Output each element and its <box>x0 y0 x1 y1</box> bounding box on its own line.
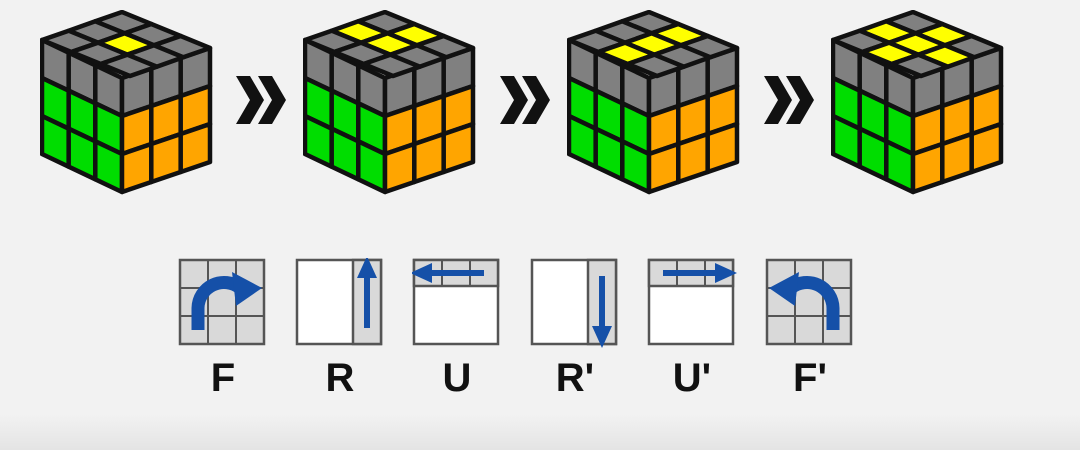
move-r-prime: R' <box>530 258 620 408</box>
chevron-right-icon <box>764 76 792 124</box>
cube-step-2 <box>303 10 481 200</box>
move-arrow <box>663 270 717 276</box>
cube-step-1-drawing <box>40 10 213 195</box>
right-sticker <box>149 131 183 185</box>
right-sticker <box>940 131 974 185</box>
chevron-right-icon <box>236 76 264 124</box>
right-sticker <box>382 141 417 195</box>
right-sticker <box>705 121 740 175</box>
right-sticker <box>412 131 446 185</box>
bottom-band <box>0 414 1080 450</box>
move-u-prime: U' <box>647 258 737 408</box>
right-sticker <box>441 121 476 175</box>
move-label: R <box>325 356 355 400</box>
front-clockwise-arrow-icon <box>178 258 266 346</box>
move-arrow <box>430 270 484 276</box>
top-sticker-gray <box>625 52 686 79</box>
move-f-prime: F' <box>765 258 855 408</box>
chevron-right-icon <box>522 76 550 124</box>
move-label: F' <box>793 356 827 400</box>
move-label: F <box>210 356 236 400</box>
top-row-left-arrow-icon <box>412 258 500 346</box>
chevron-right-icon <box>258 76 286 124</box>
chevron-right-icon <box>786 76 814 124</box>
right-sticker <box>646 141 681 195</box>
move-r: R <box>295 258 385 408</box>
front-counterclockwise-arrow-icon <box>765 258 853 346</box>
cube-step-3-drawing <box>567 10 740 195</box>
cube-step-2-drawing <box>303 10 476 195</box>
right-sticker <box>119 141 154 195</box>
cube-step-4-drawing <box>831 10 1004 195</box>
move-arrow <box>357 258 377 278</box>
double-chevron-right-icon <box>758 72 818 128</box>
move-label: R' <box>555 356 595 400</box>
double-chevron-right-icon <box>230 72 290 128</box>
right-sticker <box>676 131 710 185</box>
move-arrow <box>769 272 799 306</box>
top-sticker-gray <box>98 52 159 79</box>
move-arrow <box>232 272 262 306</box>
move-arrow <box>592 326 612 348</box>
move-arrow <box>599 276 605 328</box>
cube-step-1 <box>40 10 218 200</box>
cube-step-3 <box>567 10 745 200</box>
double-chevron-right-icon-svg <box>500 76 550 124</box>
top-sticker-gray <box>889 52 950 79</box>
move-arrow <box>412 263 432 283</box>
double-chevron-right-icon <box>494 72 554 128</box>
right-column-down-arrow-icon <box>530 258 618 348</box>
cube-step-4 <box>831 10 1009 200</box>
move-arrow <box>715 263 737 283</box>
double-chevron-right-icon-svg <box>236 76 286 124</box>
top-row-right-arrow-icon <box>647 258 737 346</box>
right-sticker <box>910 141 945 195</box>
chevron-right-icon <box>500 76 528 124</box>
right-sticker <box>969 121 1004 175</box>
move-f: F <box>178 258 268 408</box>
right-column-up-arrow-icon <box>295 258 383 346</box>
move-label: U <box>442 356 472 400</box>
double-chevron-right-icon-svg <box>764 76 814 124</box>
move-u: U <box>412 258 502 408</box>
move-arrow <box>364 276 370 328</box>
move-label: U' <box>672 356 712 400</box>
right-sticker <box>178 121 213 175</box>
top-sticker-gray <box>361 52 422 79</box>
